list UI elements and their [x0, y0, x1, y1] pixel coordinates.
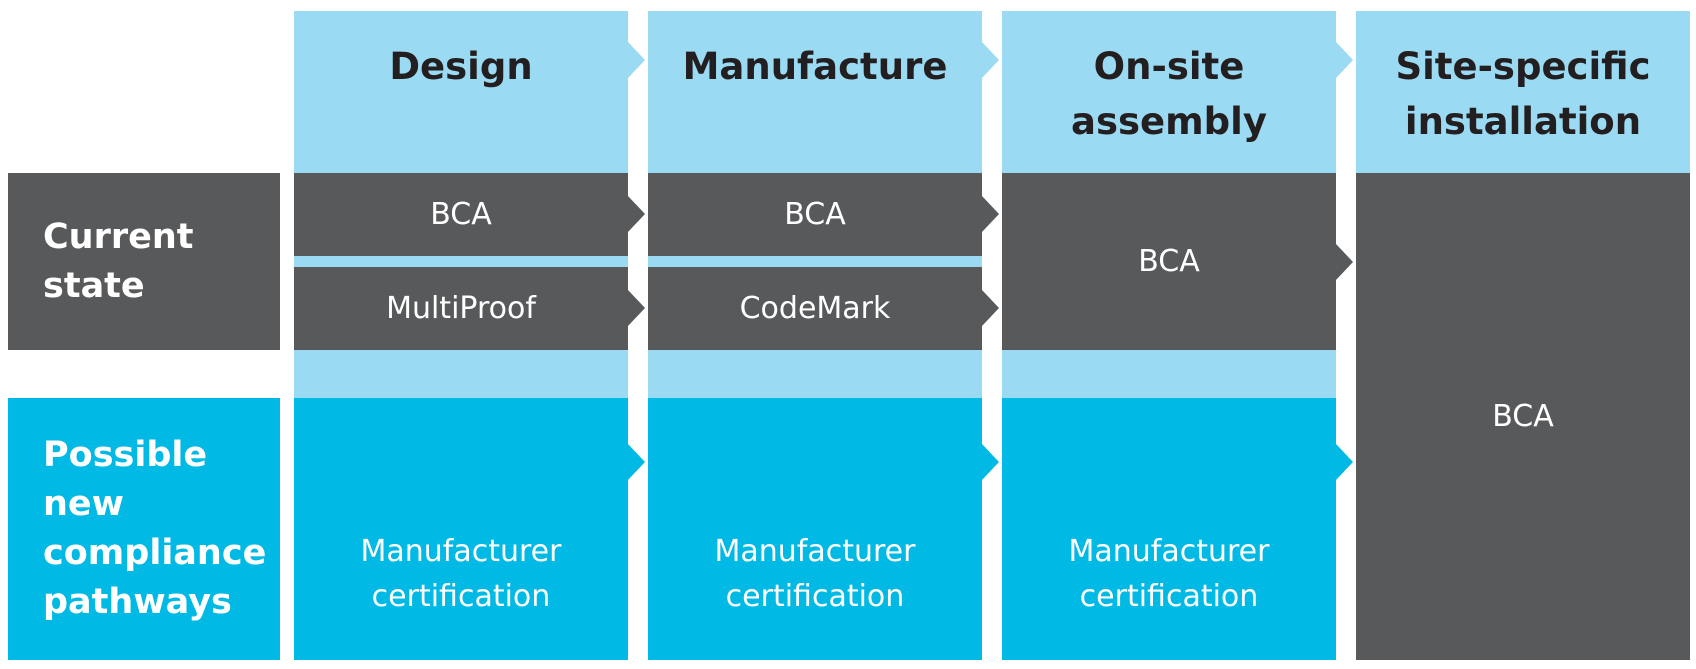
current-manufacture-codemark: CodeMark — [648, 267, 982, 350]
new-arrow-manufacture — [982, 444, 999, 480]
header-arrow-3 — [1336, 42, 1353, 78]
new-arrow-design — [628, 444, 645, 480]
stage-label: Site-specific installation — [1395, 45, 1651, 143]
header-arrow-2 — [982, 42, 999, 78]
header-arrow-1 — [628, 42, 645, 78]
installation-bca: BCA — [1356, 173, 1690, 660]
stage-label: Design — [389, 45, 533, 88]
stage-label: On-site assembly — [1071, 45, 1267, 143]
current-manufacture-bca: BCA — [648, 173, 982, 256]
current-arrow-manufacture-bottom — [982, 290, 999, 326]
current-arrow-manufacture-top — [982, 196, 999, 232]
row-label-current-state: Current state — [8, 173, 280, 350]
current-design-bca: BCA — [294, 173, 628, 256]
current-arrow-design-bottom — [628, 290, 645, 326]
new-onsite-manufacturer-certification: Manufacturer certification — [1002, 398, 1336, 660]
current-arrow-onsite — [1336, 244, 1353, 280]
row-label-new-pathways: Possible new compliance pathways — [8, 398, 280, 660]
new-design-manufacturer-certification: Manufacturer certification — [294, 398, 628, 660]
current-design-multiproof: MultiProof — [294, 267, 628, 350]
current-onsite-bca: BCA — [1002, 173, 1336, 350]
new-manufacture-manufacturer-certification: Manufacturer certification — [648, 398, 982, 660]
stage-label: Manufacture — [682, 45, 948, 88]
new-arrow-onsite — [1336, 444, 1353, 480]
current-arrow-design-top — [628, 196, 645, 232]
